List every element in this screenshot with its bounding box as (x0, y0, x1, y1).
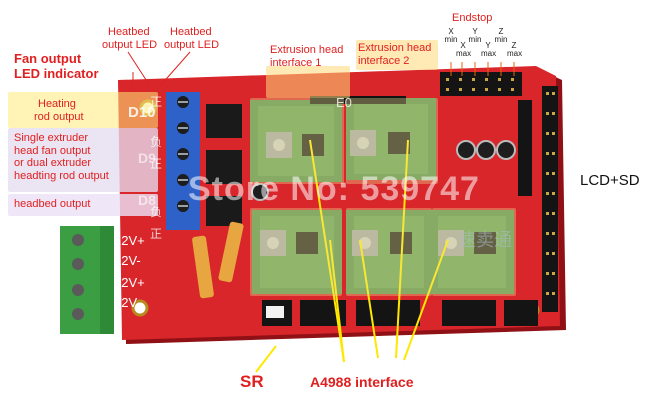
polarity-mark: 正 (150, 95, 163, 109)
extrusion-2-highlight (356, 40, 438, 70)
polarity-mark: 正 (150, 227, 163, 241)
aux-header-2 (518, 100, 532, 196)
mosfet (206, 150, 242, 184)
polarity-mark: 正 (150, 157, 163, 171)
driver-top-1 (250, 100, 342, 182)
driver-2-highlight (346, 98, 438, 184)
store-watermark: Store No: 539747 (188, 170, 480, 208)
green-terminal-side (100, 226, 114, 334)
pin-d8: D8 (138, 192, 156, 208)
mosfet (206, 196, 242, 226)
driver-5-highlight (432, 208, 516, 296)
led-leaders (127, 51, 191, 92)
lcd-sd-label: LCD+SD (580, 172, 640, 189)
endstop-leaders (450, 62, 515, 76)
servo-connector (266, 306, 284, 318)
extruder-fan-highlight (8, 128, 158, 192)
pin-d10: D10 (128, 104, 156, 121)
power-12v-plus-1: 12V+ (114, 233, 145, 248)
polarity-mark: 负 (150, 205, 163, 219)
power-12v-minus-1: 12V- (114, 253, 141, 268)
endstop-label: Endstop (452, 12, 493, 24)
driver-4-highlight (346, 208, 432, 296)
callout-arrows (255, 139, 449, 373)
power-12v-minus-2: 12V- (114, 295, 141, 310)
mount-hole (131, 299, 149, 317)
silk-e0: E0 (336, 95, 352, 110)
headbed-highlight (8, 194, 158, 216)
a4988-label: A4988 interface (310, 374, 414, 390)
extrusion-1-highlight (266, 66, 350, 98)
mosfet (206, 104, 242, 138)
power-12v-plus-2: 12V+ (114, 275, 145, 290)
endstop-header (440, 72, 522, 96)
fuse (218, 221, 244, 283)
endstop-pins (446, 78, 514, 91)
heating-rod-highlight (8, 92, 158, 128)
capacitors (251, 140, 516, 201)
pin-d9: D9 (138, 150, 156, 166)
fuse (192, 235, 214, 299)
green-screws (72, 234, 84, 320)
driver-1-highlight (250, 98, 344, 184)
cn-watermark: 速卖通 (458, 230, 512, 250)
aux-header (542, 86, 558, 312)
polarity-mark: 负 (150, 135, 163, 149)
terminal-slots (178, 101, 188, 207)
aux-pins (546, 92, 555, 295)
sr-label: SR (240, 372, 264, 391)
driver-bottom-1 (252, 210, 342, 294)
driver-top-2 (346, 98, 436, 180)
headbed-label: headbed output (14, 198, 91, 210)
driver-3-highlight (250, 208, 342, 296)
